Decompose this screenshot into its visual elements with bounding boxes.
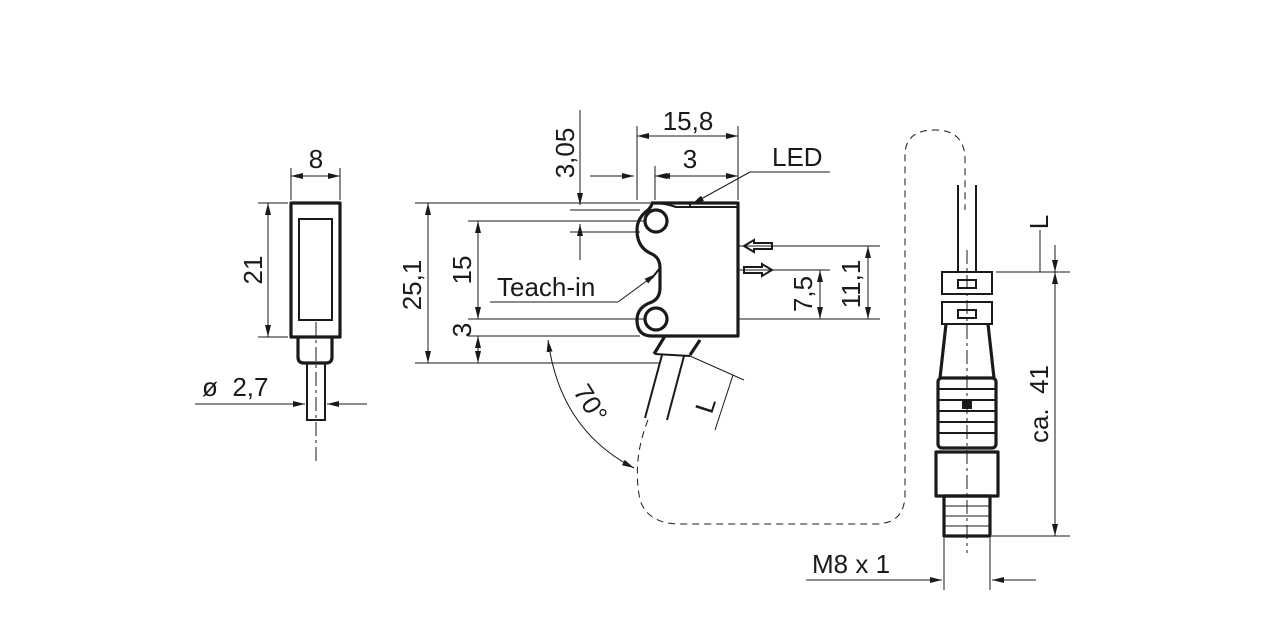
front-view bbox=[289, 201, 342, 462]
receiver-arrow-icon bbox=[743, 262, 774, 278]
hole-offset-dimension: 3,05 bbox=[550, 110, 640, 260]
front-height-dimension: 21 bbox=[238, 202, 288, 338]
led-offset-label: 3 bbox=[683, 144, 697, 174]
side-width-label: 15,8 bbox=[663, 106, 714, 136]
emitter-arrow-icon bbox=[742, 238, 773, 254]
cable-path bbox=[636, 129, 966, 525]
teach-in-label: Teach-in bbox=[497, 272, 595, 302]
emitter-height-label: 11,1 bbox=[836, 260, 866, 309]
connector-thread-label: M8 x 1 bbox=[812, 549, 890, 579]
bottom-offset-label: 3 bbox=[447, 323, 477, 337]
cable-diameter-label: ø 2,7 bbox=[202, 372, 268, 402]
optical-axis-dimensions: 7,5 11,1 bbox=[738, 238, 880, 320]
hole-offset-label: 3,05 bbox=[550, 128, 580, 179]
cable-length-connector-label: L bbox=[1024, 215, 1054, 229]
cable-angle-dimension: 70° bbox=[546, 339, 635, 469]
hole-spacing-label: 15 bbox=[447, 256, 477, 285]
front-width-dimension: 8 bbox=[290, 144, 341, 200]
connector-thread-dimension: M8 x 1 bbox=[806, 538, 1036, 590]
cable-angle-label: 70° bbox=[567, 379, 613, 428]
side-horizontal-dimensions: 15,8 3 bbox=[590, 106, 739, 200]
side-view bbox=[635, 201, 740, 421]
cable-length-side-label: L bbox=[689, 394, 722, 417]
led-label: LED bbox=[772, 142, 823, 172]
total-height-label: 25,1 bbox=[397, 260, 427, 311]
cable-length-dimension-side: L bbox=[689, 355, 745, 431]
connector-length-dimension: ca. 41 bbox=[992, 272, 1070, 537]
front-height-label: 21 bbox=[238, 256, 268, 285]
connector-length-label: ca. 41 bbox=[1024, 365, 1054, 443]
connector-cable-dimension: L bbox=[996, 215, 1070, 273]
led-callout: LED bbox=[691, 142, 830, 205]
receiver-height-label: 7,5 bbox=[788, 276, 818, 312]
teach-in-callout: Teach-in bbox=[490, 272, 657, 303]
connector-view bbox=[934, 185, 1000, 553]
front-width-label: 8 bbox=[309, 144, 323, 174]
cable-diameter-dimension: ø 2,7 bbox=[195, 372, 367, 407]
